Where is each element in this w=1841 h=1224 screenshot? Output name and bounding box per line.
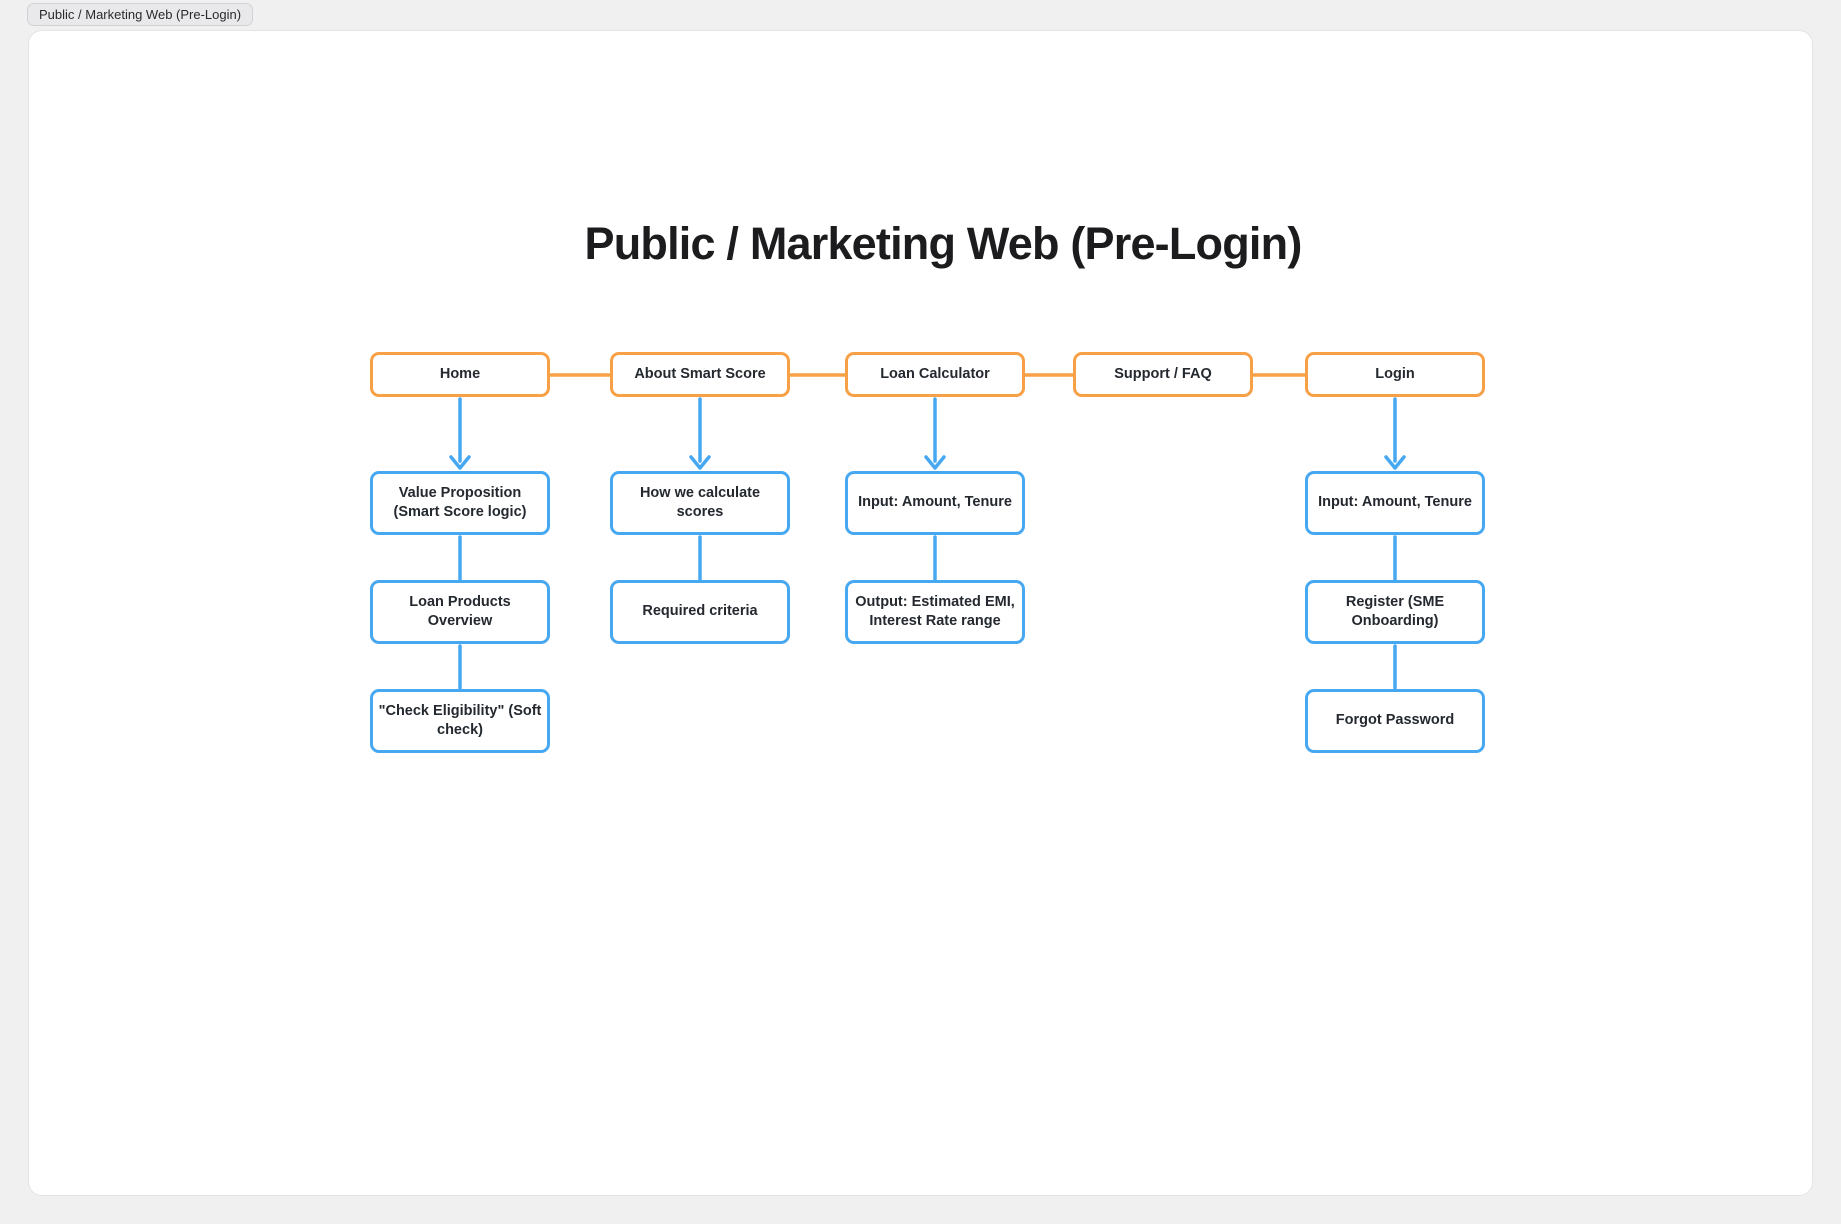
- node-check-eligibility[interactable]: "Check Eligibility" (Soft check): [370, 689, 550, 753]
- node-loan-calculator[interactable]: Loan Calculator: [845, 352, 1025, 397]
- node-home[interactable]: Home: [370, 352, 550, 397]
- node-register-sme-onboarding[interactable]: Register (SME Onboarding): [1305, 580, 1485, 644]
- node-forgot-password[interactable]: Forgot Password: [1305, 689, 1485, 753]
- node-input-amount-tenure-login[interactable]: Input: Amount, Tenure: [1305, 471, 1485, 535]
- frame-label[interactable]: Public / Marketing Web (Pre-Login): [27, 3, 254, 26]
- node-value-proposition[interactable]: Value Proposition (Smart Score logic): [370, 471, 550, 535]
- node-login[interactable]: Login: [1305, 352, 1485, 397]
- node-support-faq[interactable]: Support / FAQ: [1073, 352, 1253, 397]
- page-title[interactable]: Public / Marketing Web (Pre-Login): [584, 218, 1302, 269]
- node-output-estimated-emi[interactable]: Output: Estimated EMI, Interest Rate ran…: [845, 580, 1025, 644]
- node-loan-products-overview[interactable]: Loan Products Overview: [370, 580, 550, 644]
- node-about-smart-score[interactable]: About Smart Score: [610, 352, 790, 397]
- node-how-we-calculate-scores[interactable]: How we calculate scores: [610, 471, 790, 535]
- node-required-criteria[interactable]: Required criteria: [610, 580, 790, 644]
- node-input-amount-tenure-calculator[interactable]: Input: Amount, Tenure: [845, 471, 1025, 535]
